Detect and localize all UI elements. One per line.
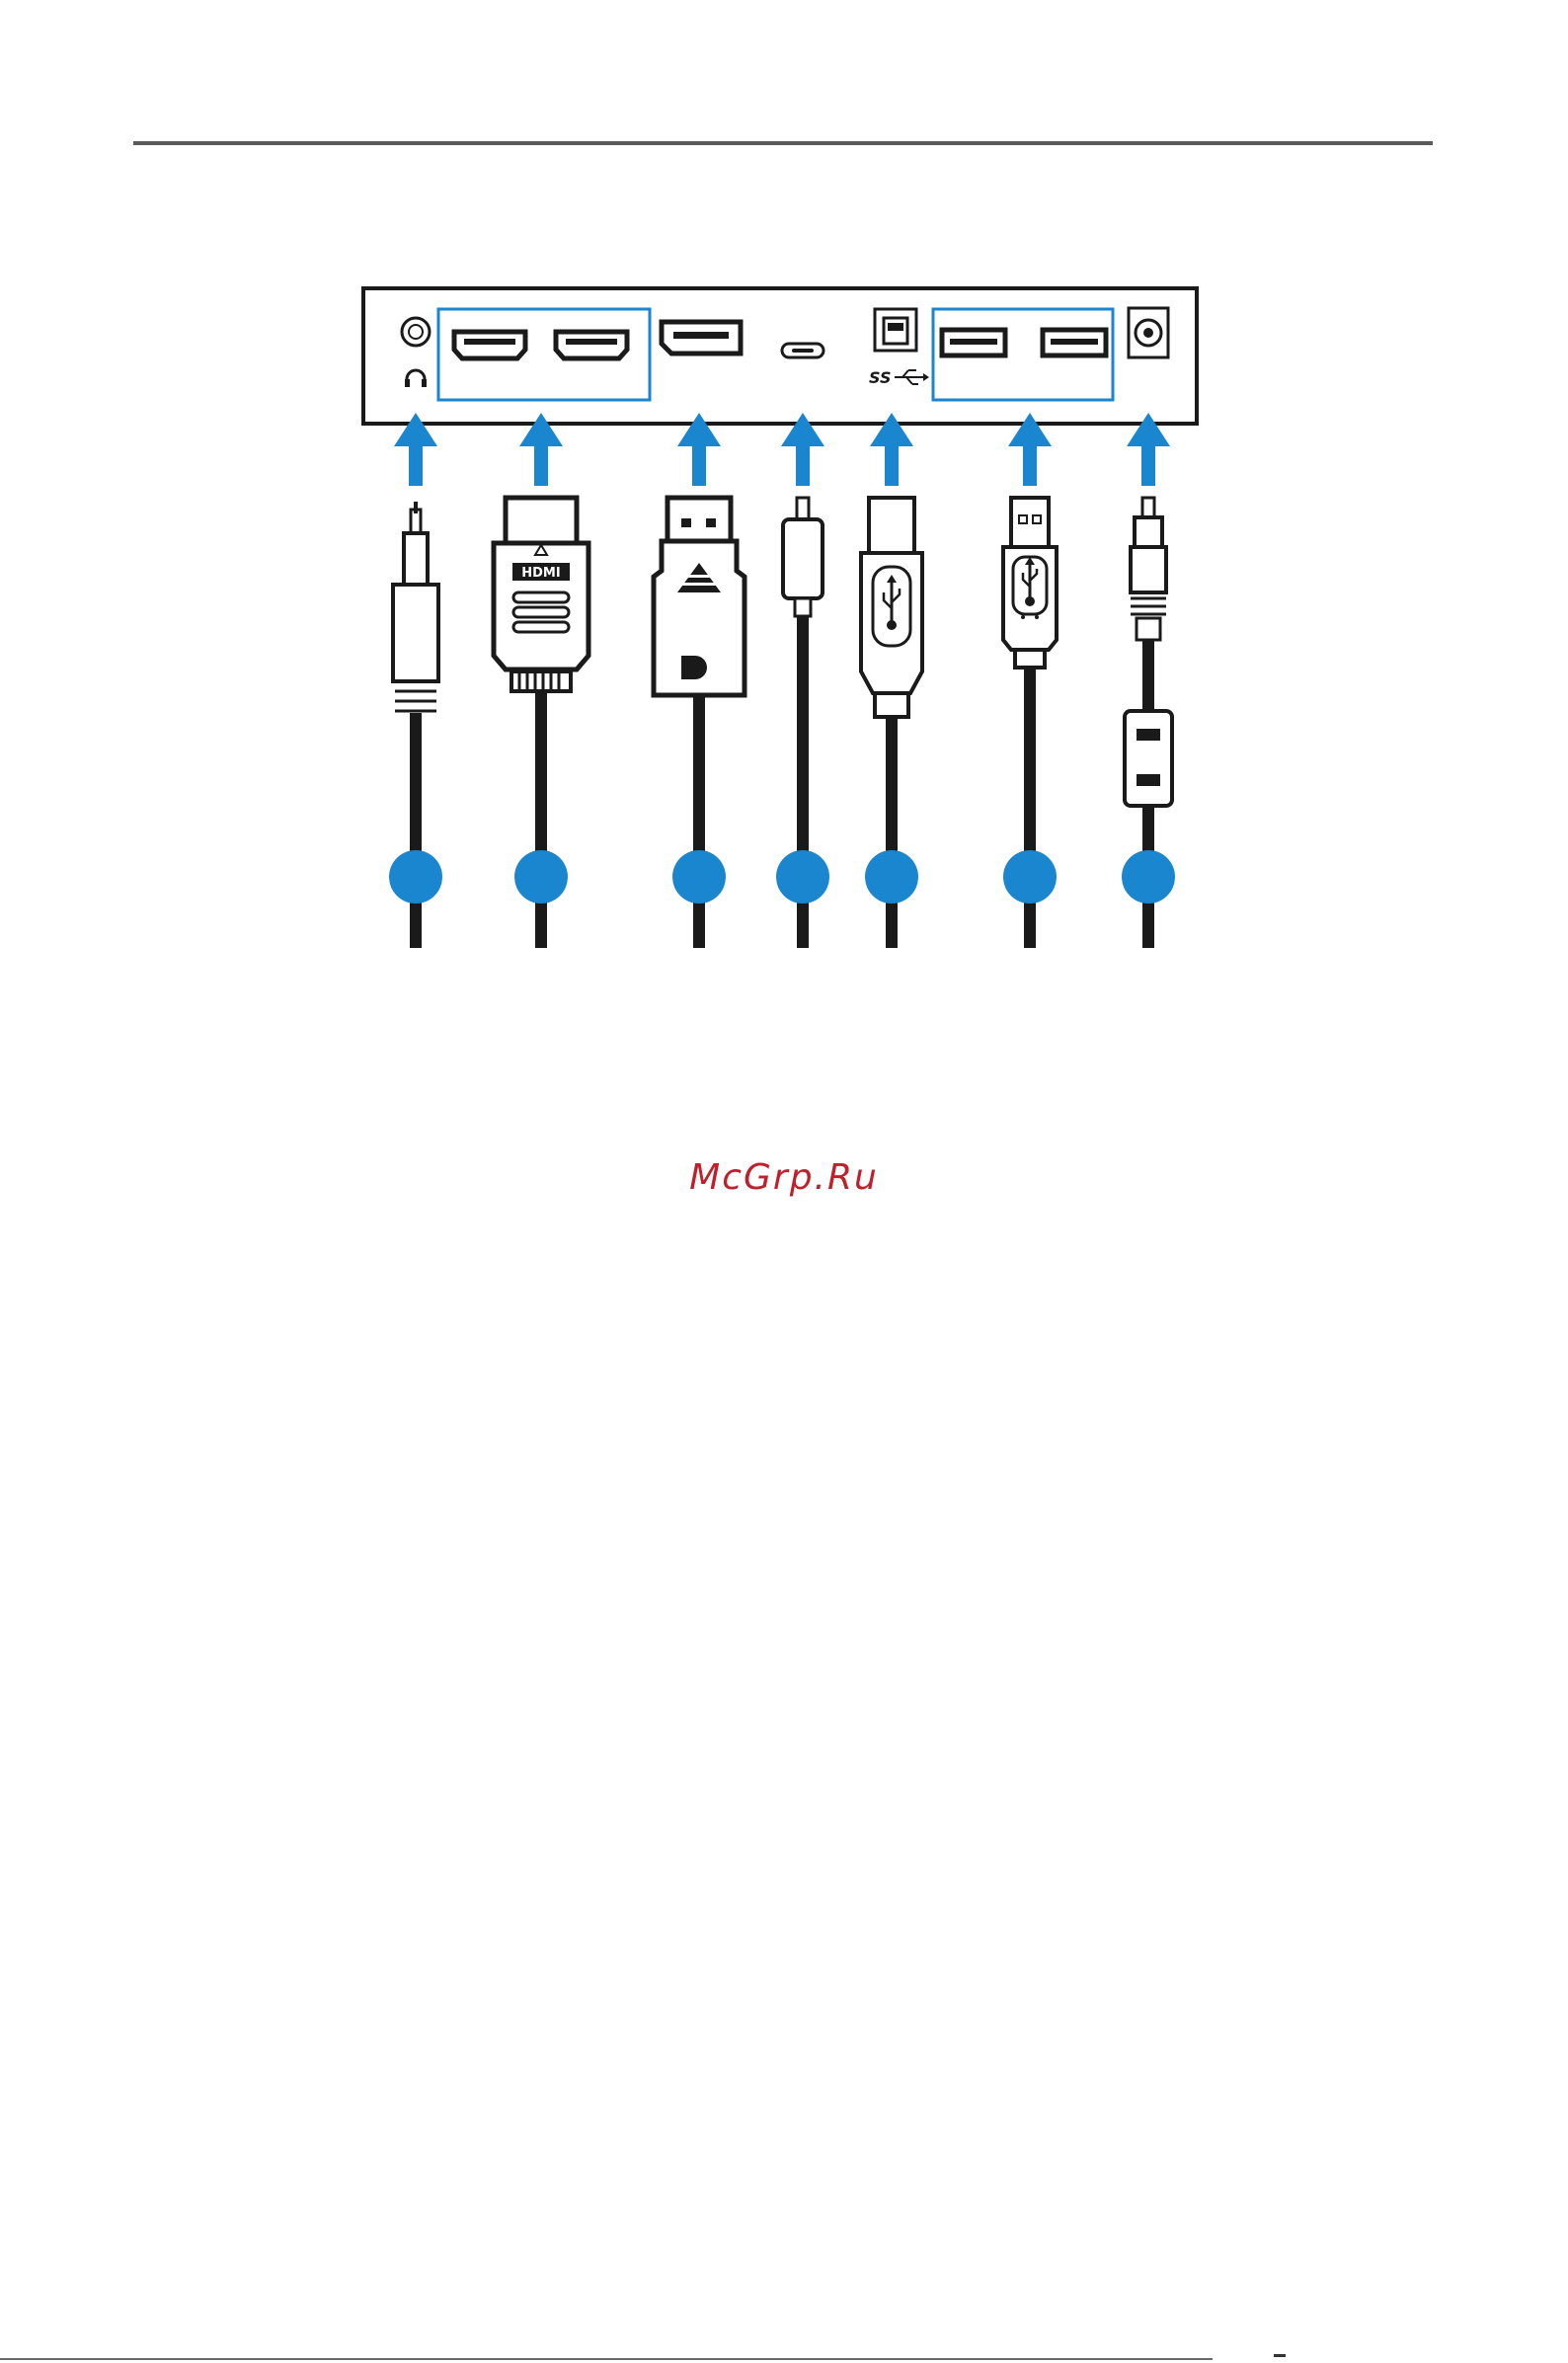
callout-marker [1122, 850, 1175, 904]
callout-marker [672, 850, 726, 904]
page-corner-mark [1274, 2354, 1286, 2357]
connection-diagram: SS [0, 0, 1568, 987]
usb-a-cable [1003, 413, 1057, 948]
callout-marker [865, 850, 918, 904]
bottom-rule [0, 2358, 1213, 2360]
power-cable [1122, 413, 1175, 948]
hdmi-cable: HDMI [494, 413, 588, 948]
displayport-cable [654, 413, 745, 948]
watermark-text: McGrp.Ru [0, 1157, 1568, 1198]
callout-marker [514, 850, 568, 904]
usb-b-cable [861, 413, 922, 948]
rear-panel: SS [363, 288, 1197, 424]
callout-marker [776, 850, 829, 904]
callout-marker [389, 850, 442, 904]
superspeed-label: SS [869, 368, 891, 387]
usb-c-cable [776, 413, 829, 948]
callout-marker [1003, 850, 1057, 904]
audio-cable [389, 413, 442, 948]
hdmi-logo-label: HDMI [521, 566, 560, 581]
cable-layer: HDMI [389, 413, 1175, 948]
